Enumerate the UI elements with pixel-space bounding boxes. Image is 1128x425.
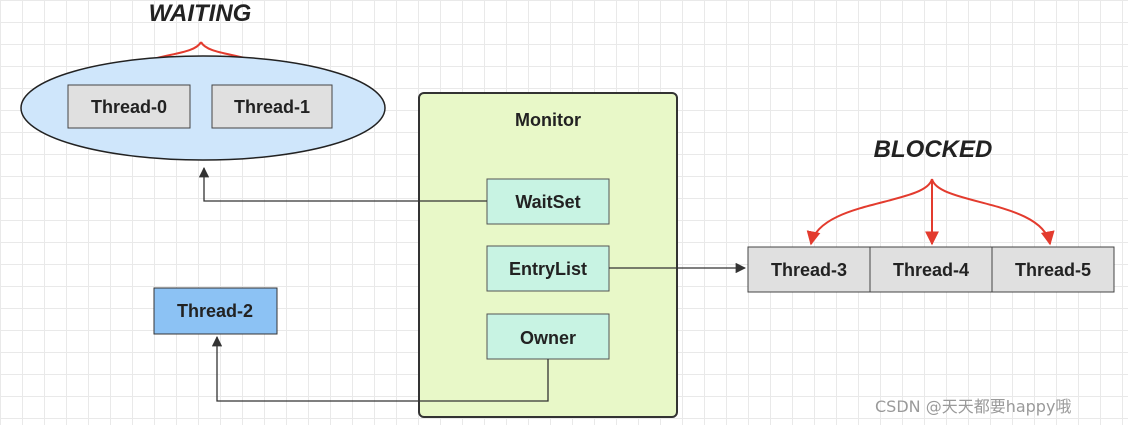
entrylist-label: EntryList: [509, 259, 587, 279]
csdn-watermark: CSDN @天天都要happy哦: [875, 397, 1072, 416]
thread-5-box: Thread-5: [991, 246, 1115, 293]
thread-1-label: Thread-1: [234, 97, 310, 117]
blocked-label: BLOCKED: [874, 136, 993, 163]
owner-label: Owner: [520, 328, 576, 348]
monitor-title: Monitor: [515, 110, 581, 130]
thread-5-label: Thread-5: [1015, 260, 1091, 280]
blocked-arrow-left: [806, 178, 933, 246]
waitset-label: WaitSet: [515, 192, 580, 212]
waitset-box: WaitSet: [486, 178, 610, 225]
thread-4-box: Thread-4: [869, 246, 993, 293]
blocked-arrow-right: [931, 178, 1055, 246]
thread-0-box: Thread-0: [67, 84, 191, 129]
entrylist-box: EntryList: [486, 245, 610, 292]
waiting-label: WAITING: [149, 0, 252, 27]
owner-box: Owner: [486, 313, 610, 360]
thread-2-label: Thread-2: [177, 301, 253, 321]
thread-4-label: Thread-4: [893, 260, 969, 280]
waiting-ellipse: [20, 55, 386, 161]
owner-connector: [211, 335, 549, 402]
waitset-connector: [198, 166, 487, 202]
thread-2-box: Thread-2: [153, 287, 278, 335]
thread-3-label: Thread-3: [771, 260, 847, 280]
thread-1-box: Thread-1: [211, 84, 333, 129]
thread-3-box: Thread-3: [747, 246, 871, 293]
thread-0-label: Thread-0: [91, 97, 167, 117]
